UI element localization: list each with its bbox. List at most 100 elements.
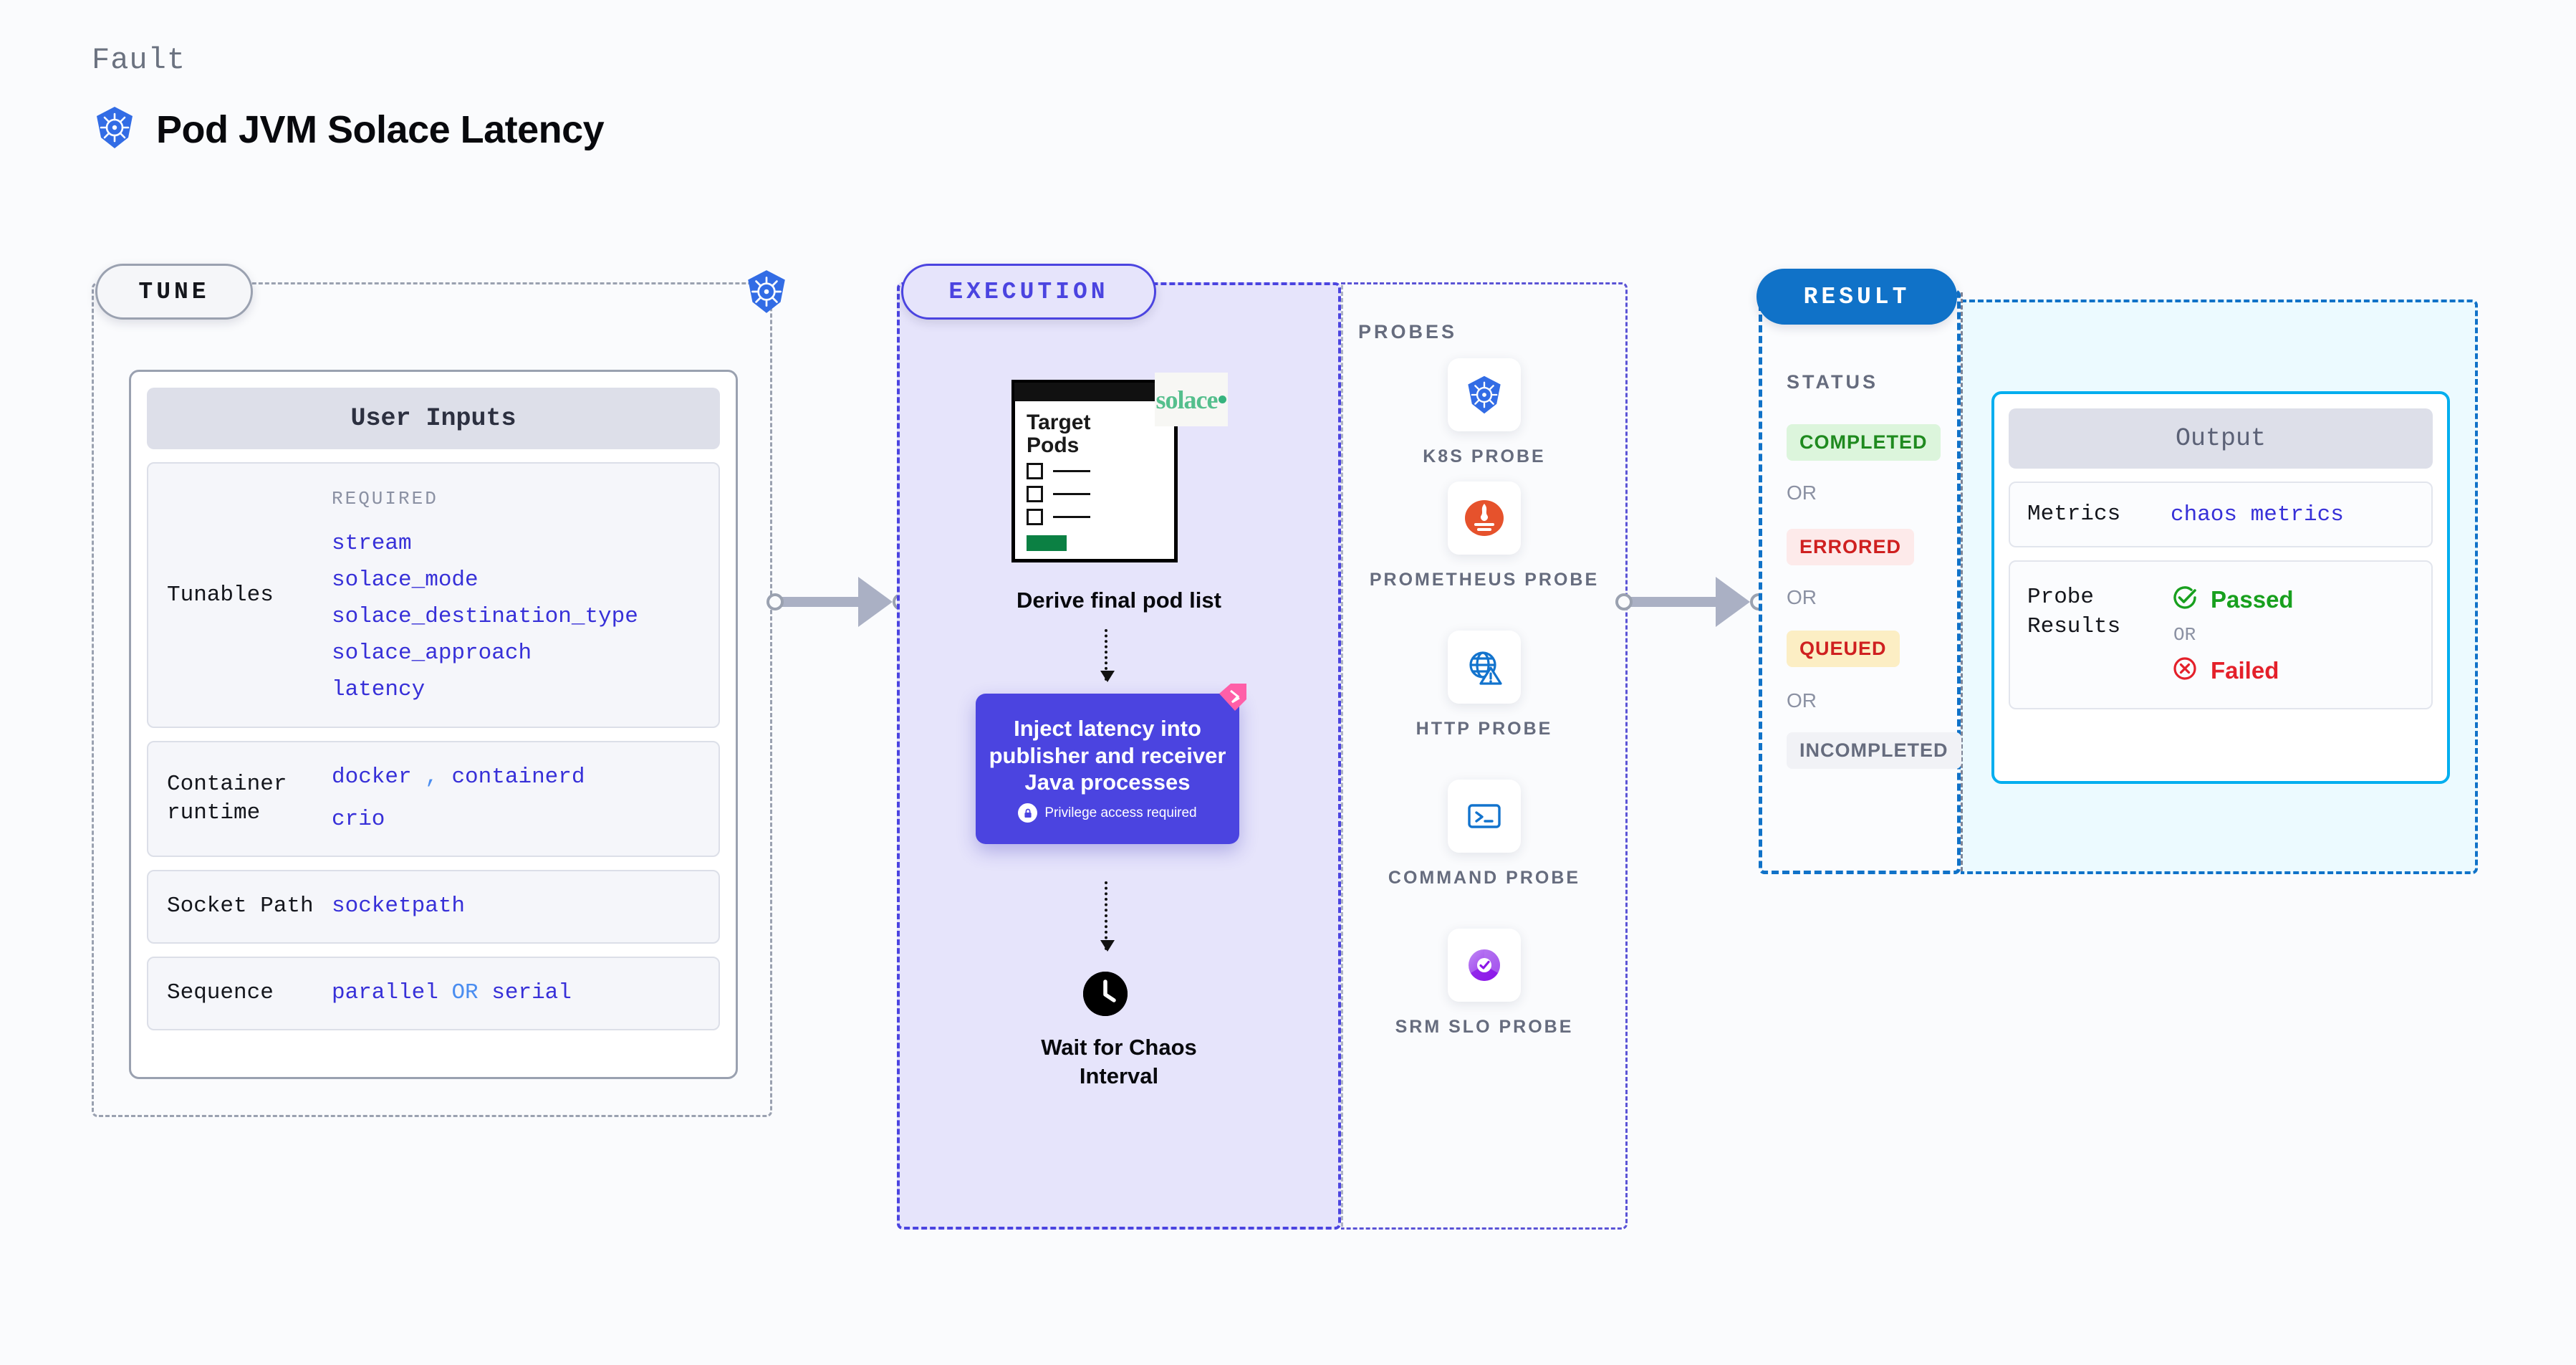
socket-path-value[interactable]: socketpath <box>332 893 466 919</box>
tune-stage-container <box>92 282 772 1117</box>
required-label: REQUIRED <box>332 488 438 509</box>
pods-document: Target Pods <box>1011 380 1178 562</box>
check-circle-icon <box>2171 583 2199 616</box>
pods-checkbox-row <box>1015 486 1174 502</box>
pods-document-title: Target Pods <box>1027 411 1091 457</box>
probe-item-http[interactable]: HTTP PROBE <box>1341 631 1628 742</box>
clock-icon <box>1083 972 1128 1016</box>
http-globe-warning-icon <box>1448 631 1521 704</box>
kubernetes-icon <box>1448 358 1521 431</box>
status-badge-completed: COMPLETED <box>1787 424 1941 461</box>
tunable-item[interactable]: solace_destination_type <box>332 604 638 629</box>
pods-checkbox-row <box>1015 509 1174 525</box>
fault-kicker: Fault <box>92 43 186 77</box>
solace-logo: solace <box>1155 373 1228 426</box>
probe-label: K8S PROBE <box>1423 446 1546 466</box>
document-titlebar <box>1014 383 1175 401</box>
tunables-row: Tunables REQUIRED stream solace_mode sol… <box>147 462 720 728</box>
checkbox-icon <box>1027 509 1043 525</box>
probe-item-command[interactable]: COMMAND PROBE <box>1341 780 1628 891</box>
probes-divider <box>1341 285 1343 1227</box>
sequence-key: Sequence <box>167 980 274 1006</box>
privilege-badge: Privilege access required <box>1018 803 1197 823</box>
metrics-value[interactable]: chaos metrics <box>2171 502 2344 527</box>
runtime-crio[interactable]: crio <box>332 806 385 832</box>
tune-stage-pill: TUNE <box>95 264 253 320</box>
kubernetes-icon <box>743 268 790 315</box>
execution-stage-pill: EXECUTION <box>901 264 1156 320</box>
tunables-list: REQUIRED stream solace_mode solace_desti… <box>332 488 638 702</box>
pods-checkbox-row <box>1015 463 1174 479</box>
status-badge-incompleted: INCOMPLETED <box>1787 732 1961 769</box>
probes-container <box>1341 282 1628 1230</box>
privilege-note: Privilege access required <box>1044 805 1197 820</box>
runtime-docker[interactable]: docker <box>332 765 412 790</box>
container-runtime-key: Container runtime <box>167 772 287 825</box>
sequence-serial[interactable]: serial <box>491 980 572 1005</box>
user-inputs-card: User Inputs Tunables REQUIRED stream sol… <box>129 370 738 1079</box>
page-title: Pod JVM Solace Latency <box>156 107 605 151</box>
probe-result-passed: Passed <box>2171 583 2294 616</box>
output-title: Output <box>2009 408 2433 469</box>
probe-results-values: Passed OR Failed <box>2171 583 2294 686</box>
result-divider <box>1961 292 1963 871</box>
title-row: Pod JVM Solace Latency <box>92 105 605 154</box>
passed-label: Passed <box>2211 585 2294 613</box>
kubernetes-icon <box>92 105 138 154</box>
probe-result-failed: Failed <box>2171 654 2294 686</box>
terminal-icon <box>1448 780 1521 853</box>
or-label: OR <box>1787 482 1817 504</box>
checkbox-icon <box>1027 463 1043 479</box>
result-stage-container <box>1759 289 1961 874</box>
inject-latency-text: Inject latency into publisher and receiv… <box>989 715 1226 795</box>
failed-label: Failed <box>2211 656 2279 684</box>
probes-title: PROBES <box>1358 321 1458 343</box>
metrics-key: Metrics <box>2027 502 2121 527</box>
tunable-item[interactable]: solace_approach <box>332 641 532 666</box>
inject-latency-card: Inject latency into publisher and receiv… <box>976 684 1246 844</box>
runtime-separator: , <box>425 765 438 790</box>
tunable-item[interactable]: solace_mode <box>332 567 479 593</box>
flow-arrow-down <box>1100 629 1115 682</box>
probe-label: COMMAND PROBE <box>1388 868 1581 888</box>
target-pods-illustration: Target Pods solace <box>1011 373 1228 564</box>
tunable-item[interactable]: stream <box>332 531 412 556</box>
probe-item-prometheus[interactable]: PROMETHEUS PROBE <box>1341 482 1628 593</box>
container-runtime-row: Container runtime docker , containerd cr… <box>147 741 720 857</box>
status-badge-errored: ERRORED <box>1787 529 1915 565</box>
user-inputs-title: User Inputs <box>147 388 720 449</box>
probe-item-k8s[interactable]: K8S PROBE <box>1341 358 1628 469</box>
sequence-parallel[interactable]: parallel <box>332 980 438 1005</box>
sequence-values: parallel OR serial <box>332 972 572 1015</box>
prometheus-icon <box>1448 482 1521 555</box>
sequence-separator: OR <box>451 980 479 1005</box>
or-label: OR <box>1787 586 1817 608</box>
solace-dot-icon <box>1219 396 1227 403</box>
socket-path-row: Socket Path socketpath <box>147 869 720 944</box>
tunable-item[interactable]: latency <box>332 677 426 702</box>
flow-arrow-down <box>1100 881 1115 952</box>
status-title: STATUS <box>1787 371 1878 393</box>
result-stage-pill: RESULT <box>1756 269 1957 325</box>
probe-item-srm-slo[interactable]: SRM SLO PROBE <box>1341 929 1628 1040</box>
checkbox-icon <box>1027 486 1043 502</box>
ribbon-icon <box>1215 682 1248 715</box>
connector-tune-to-execution <box>766 577 910 627</box>
x-circle-icon <box>2171 654 2199 686</box>
or-label: OR <box>1787 689 1817 712</box>
status-badge-queued: QUEUED <box>1787 631 1900 667</box>
connector-execution-to-result <box>1615 577 1769 627</box>
container-runtime-values: docker , containerd crio <box>332 757 585 841</box>
runtime-containerd[interactable]: containerd <box>451 765 585 790</box>
progress-bar <box>1027 535 1067 551</box>
metrics-row: Metrics chaos metrics <box>2009 482 2433 548</box>
socket-path-key: Socket Path <box>167 894 314 919</box>
page-header: Fault Pod JVM Solace Latency <box>92 43 605 154</box>
srm-slo-icon <box>1448 929 1521 1002</box>
wait-chaos-interval-caption: Wait for Chaos Interval <box>1041 1035 1197 1089</box>
lock-icon <box>1018 803 1038 823</box>
derive-pod-list-caption: Derive final pod list <box>1017 588 1221 613</box>
probe-label: PROMETHEUS PROBE <box>1369 570 1600 590</box>
